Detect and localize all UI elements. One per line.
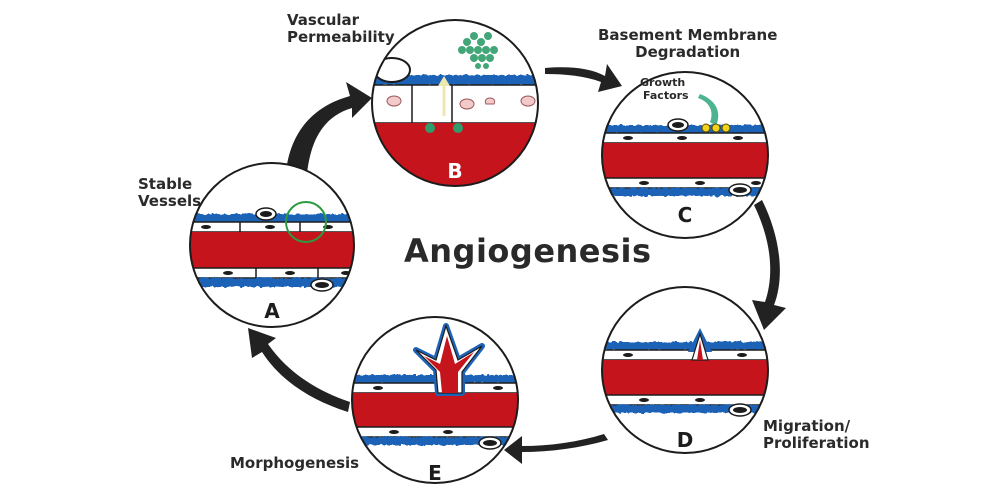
diagram-title: Angiogenesis xyxy=(404,232,652,270)
label-line: Basement Membrane xyxy=(598,26,778,44)
arrow-d-to-e xyxy=(504,434,608,464)
label-line: Migration/ xyxy=(763,417,851,435)
label-line: Permeability xyxy=(287,28,395,46)
label-migration-proliferation: Migration/ Proliferation xyxy=(763,418,870,452)
arrow-e-to-a xyxy=(248,328,350,412)
label-line: Morphogenesis xyxy=(230,454,360,472)
label-stable-vessels: Stable Vessels xyxy=(138,176,201,210)
panel-e-letter: E xyxy=(428,461,442,485)
label-vascular-permeability: Vascular Permeability xyxy=(287,12,395,46)
panel-b-letter: B xyxy=(447,159,462,183)
panel-c-letter: C xyxy=(678,203,693,227)
panel-c: Growth Factors C xyxy=(601,71,769,239)
panel-d-letter: D xyxy=(677,428,694,452)
growth-factors-label-line2: Factors xyxy=(643,89,689,102)
panel-a: A xyxy=(189,162,355,328)
label-line: Stable xyxy=(138,175,193,193)
label-line: Proliferation xyxy=(763,434,870,452)
arrow-c-to-d xyxy=(752,200,786,330)
highlight-ring xyxy=(285,201,327,243)
label-line: Vessels xyxy=(138,192,202,210)
arrow-b-to-c xyxy=(545,64,622,92)
label-basement-membrane-degradation: Basement Membrane Degradation xyxy=(598,27,777,61)
label-morphogenesis: Morphogenesis xyxy=(230,455,359,472)
growth-factors-label-line1: Growth xyxy=(640,76,685,89)
label-line: Vascular xyxy=(287,11,360,29)
panel-a-letter: A xyxy=(264,299,280,323)
panel-e: E xyxy=(351,316,519,485)
panel-d: D xyxy=(601,286,769,454)
label-line: Degradation xyxy=(635,43,741,61)
